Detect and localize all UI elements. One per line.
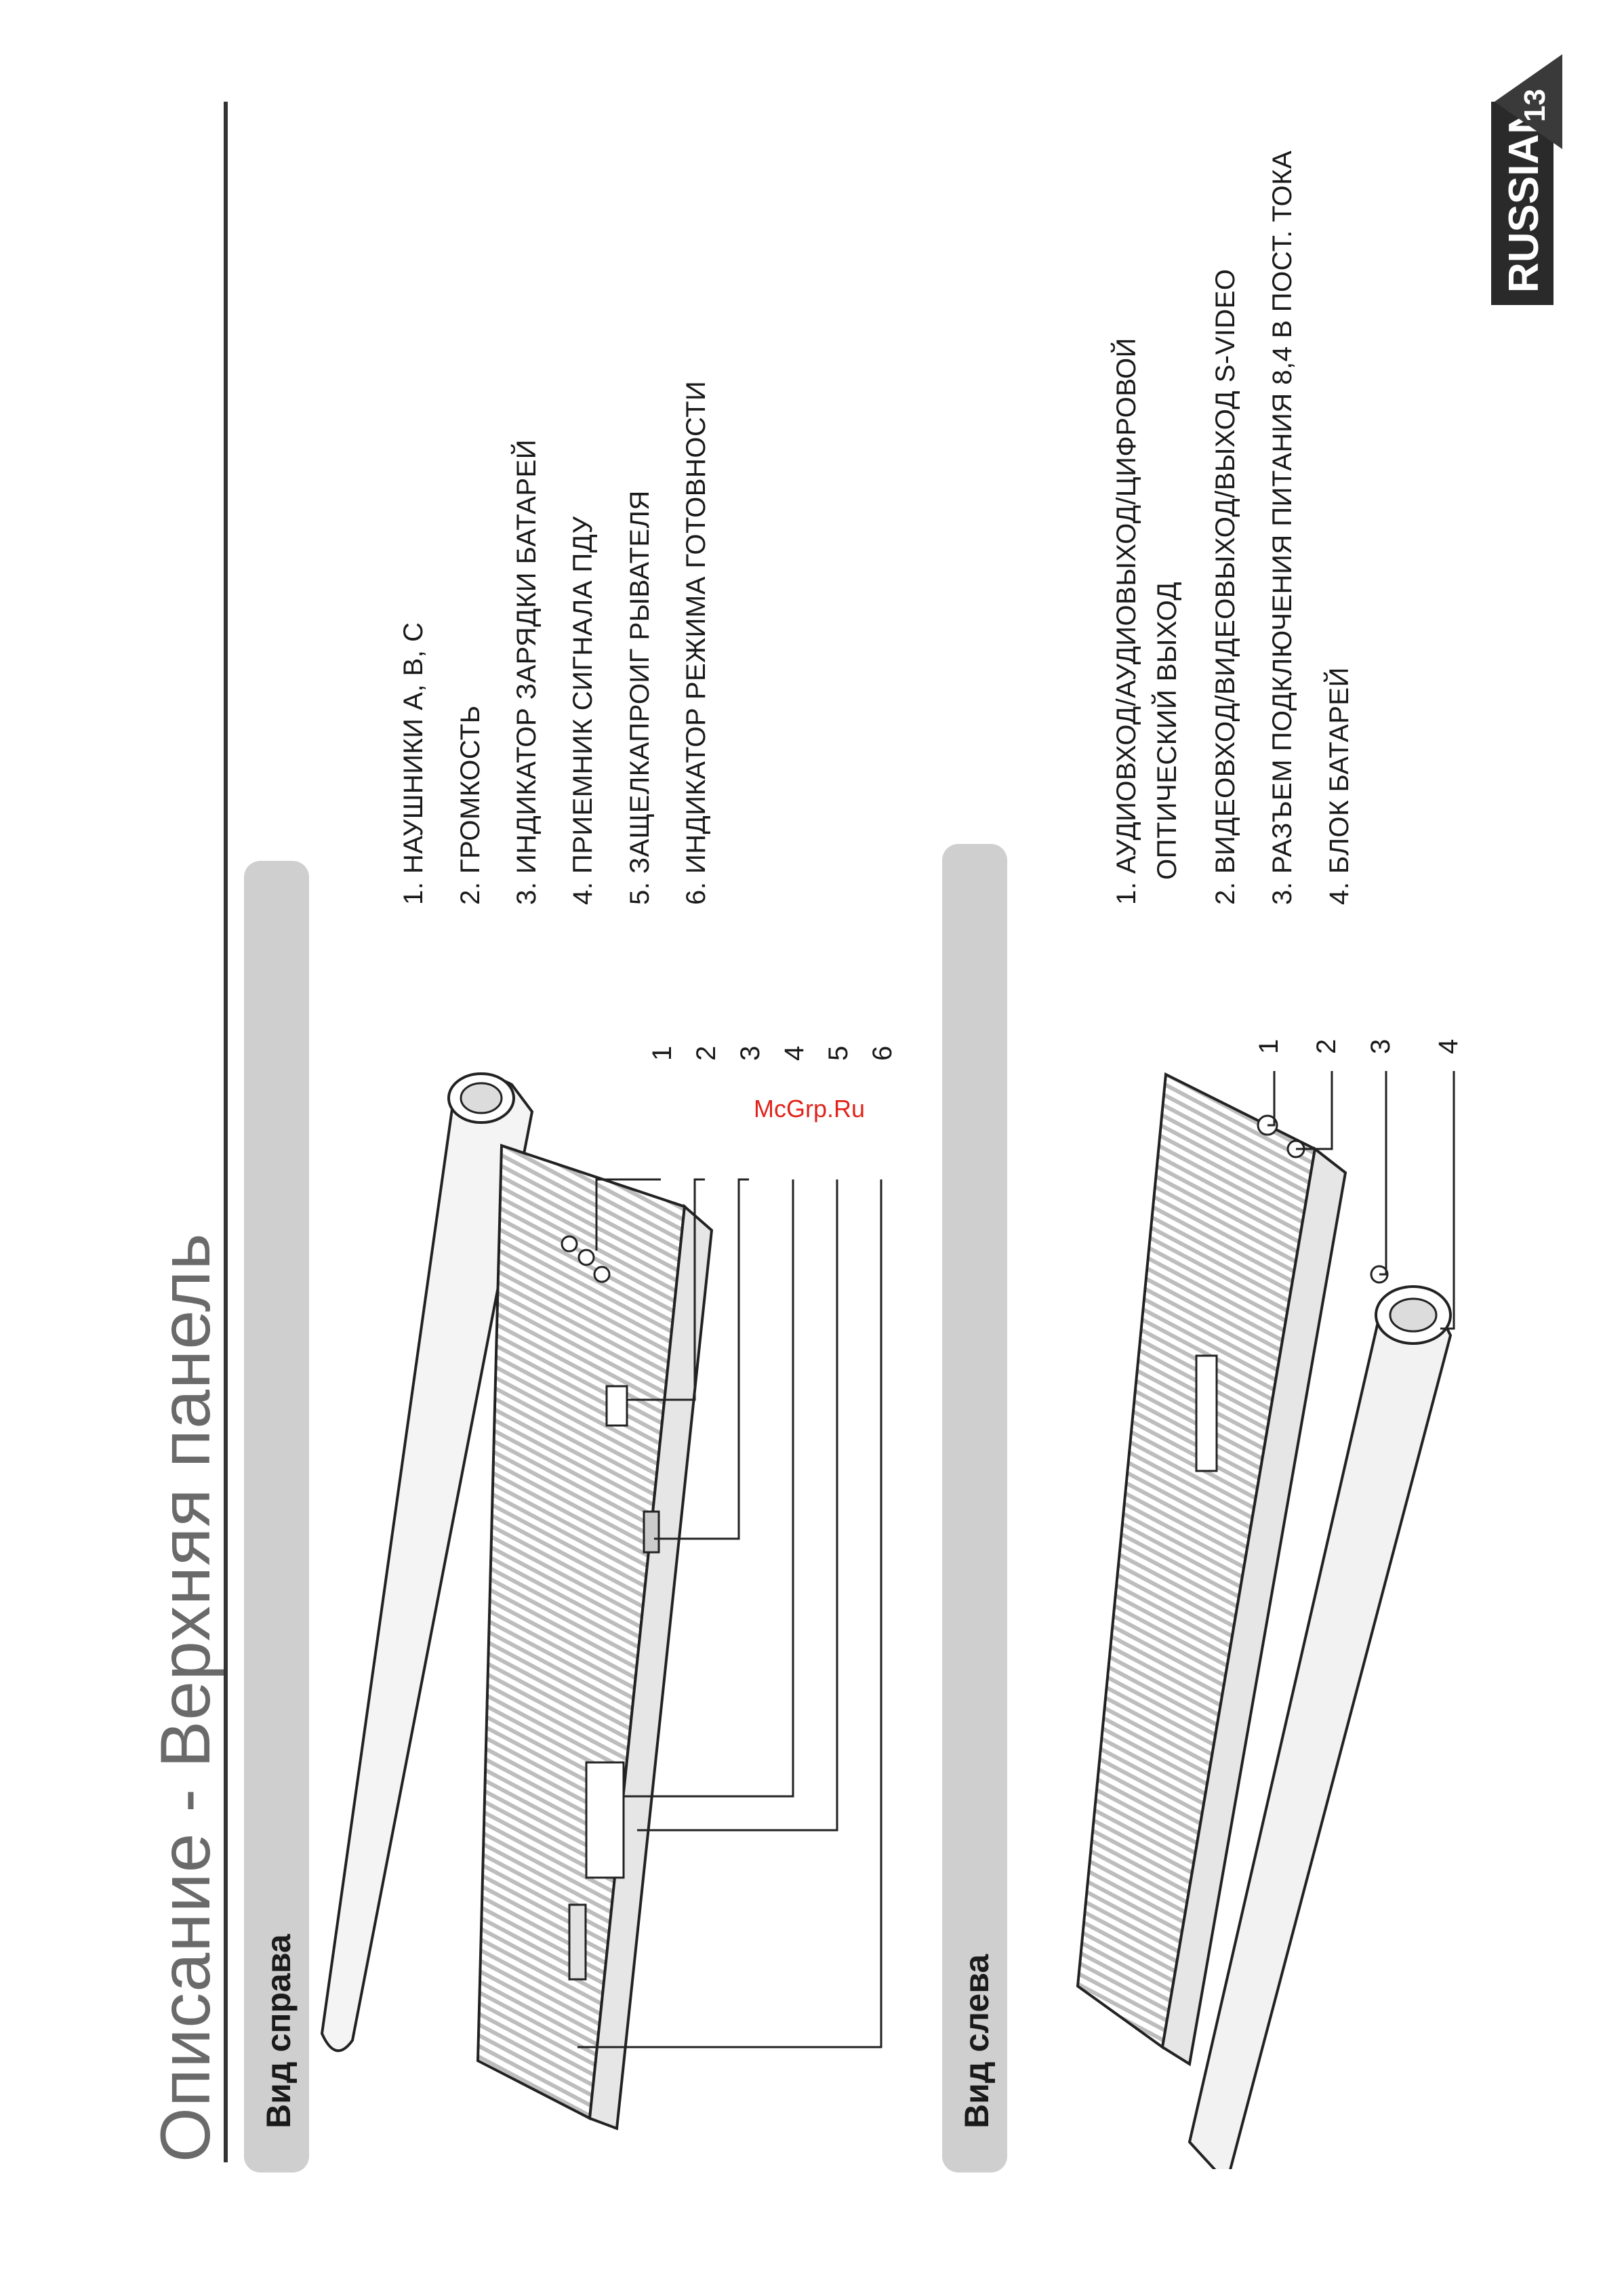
callout-number: 5 (824, 1045, 853, 1061)
page-number: 13 (1518, 89, 1551, 122)
player-left-view-illustration (1076, 1071, 1455, 2169)
callout-number: 2 (691, 1045, 721, 1061)
callout-number: 1 (647, 1045, 677, 1061)
section-heading-right-view: Вид справа (260, 1934, 298, 2128)
list-item: 3. ИНДИКАТОР ЗАРЯДКИ БАТАРЕЙ (512, 439, 542, 905)
list-item: 4. ПРИЕМНИК СИГНАЛА ПДУ (568, 516, 598, 905)
list-item: 5. ЗАЩЕЛКАПРОИГ РЫВАТЕЛЯ (625, 490, 655, 905)
title-rule (224, 102, 228, 2162)
section-band-left-view (942, 844, 1007, 2173)
list-item: 2. ВИДЕОВХОД/ВИДЕОВЫХОД/ВЫХОД S-VIDEO (1211, 268, 1240, 905)
watermark-text: McGrp.Ru (754, 1095, 866, 1123)
section-heading-left-view: Вид слева (958, 1954, 996, 2128)
list-item: 6. ИНДИКАТОР РЕЖИМА ГОТОВНОСТИ (681, 380, 711, 905)
player-right-view-illustration (320, 1072, 882, 2130)
callout-number: 3 (735, 1045, 765, 1061)
list-item: 4. БЛОК БАТАРЕЙ (1324, 667, 1354, 905)
list-item: 1. АУДИОВХОД/АУДИОВЫХОД/ЦИФРОВОЙ (1112, 338, 1141, 905)
list-item: 1. НАУШНИКИ A, B, C (399, 622, 428, 905)
page-title: Описание - Верхняя панель (146, 1232, 225, 2162)
callout-number: 4 (779, 1045, 809, 1061)
list-item: 2. ГРОМКОСТЬ (455, 705, 485, 905)
list-item: 3. РАЗЪЕМ ПОДКЛЮЧЕНИЯ ПИТАНИЯ 8,4 В ПОСТ… (1267, 150, 1297, 905)
page-number-triangle (1495, 54, 1562, 149)
callout-number: 6 (868, 1045, 897, 1061)
section-band-right-view (244, 861, 309, 2173)
list-item: ОПТИЧЕСКИЙ ВЫХОД (1152, 582, 1182, 880)
